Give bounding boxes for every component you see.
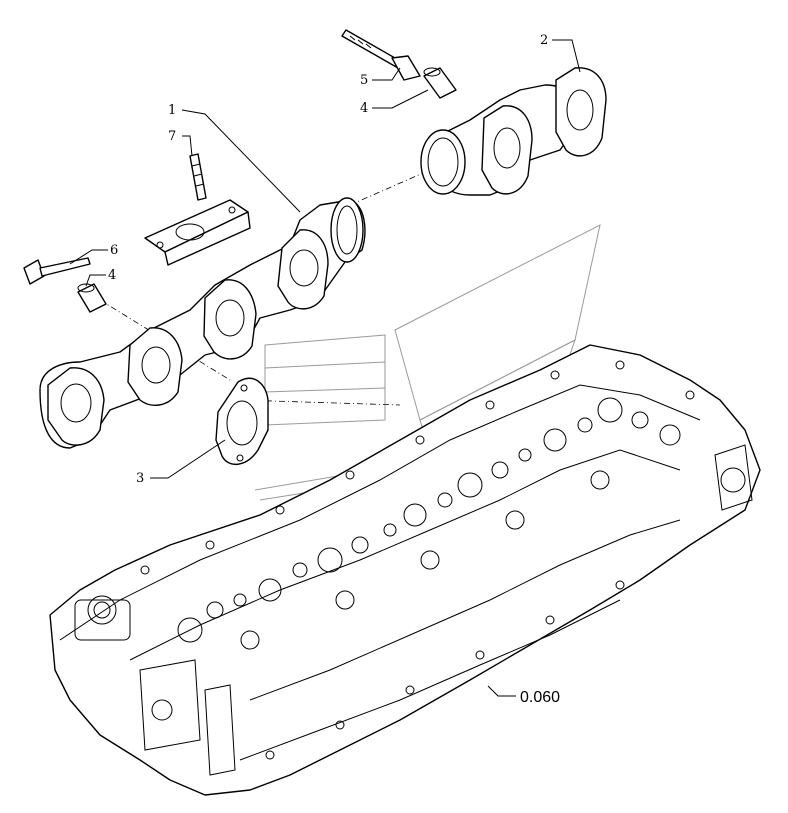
callout-4-top: 4 — [360, 101, 368, 116]
stud-bolt-5 — [341, 29, 421, 81]
cylinder-head — [49, 344, 761, 796]
manifold-gasket — [215, 377, 269, 465]
exhaust-manifold-front — [39, 197, 366, 449]
callout-4-left: 4 — [108, 268, 116, 283]
callout-1: 1 — [168, 103, 176, 118]
callout-2: 2 — [540, 33, 548, 48]
callout-5: 5 — [360, 73, 368, 88]
spacer-4-top — [423, 67, 457, 99]
stud-7 — [189, 153, 207, 201]
leader-lines — [69, 39, 581, 697]
callout-7: 7 — [168, 129, 176, 144]
spacer-4-left — [77, 283, 107, 313]
exhaust-manifold-rear — [420, 67, 607, 196]
bolt-6 — [23, 257, 91, 285]
callout-6: 6 — [110, 243, 118, 258]
callout-3: 3 — [136, 471, 144, 486]
reference-label: 0.060 — [520, 689, 560, 706]
